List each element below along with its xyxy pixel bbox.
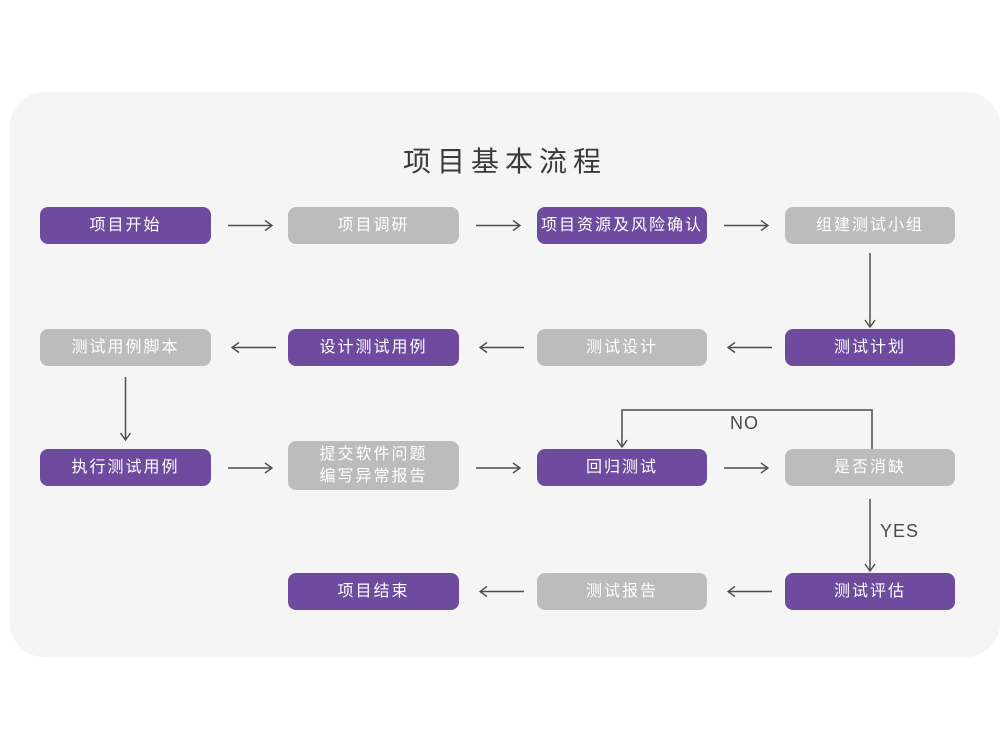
node-test-design: 测试设计 xyxy=(537,329,707,366)
node-design-test-cases: 设计测试用例 xyxy=(288,329,459,366)
node-project-end: 项目结束 xyxy=(288,573,459,610)
node-build-test-team: 组建测试小组 xyxy=(785,207,955,244)
flowchart-panel xyxy=(10,92,1000,657)
node-submit-issues-report: 提交软件问题 编写异常报告 xyxy=(288,441,459,490)
node-project-start: 项目开始 xyxy=(40,207,211,244)
node-test-case-scripts: 测试用例脚本 xyxy=(40,329,211,366)
node-project-resources-risk: 项目资源及风险确认 xyxy=(537,207,707,244)
edge-label-yes: YES xyxy=(880,521,920,541)
node-test-plan: 测试计划 xyxy=(785,329,955,366)
edge-label-no: NO xyxy=(730,413,759,433)
node-project-research: 项目调研 xyxy=(288,207,459,244)
node-test-evaluation: 测试评估 xyxy=(785,573,955,610)
node-execute-test-cases: 执行测试用例 xyxy=(40,449,211,486)
node-defect-resolved: 是否消缺 xyxy=(785,449,955,486)
node-test-report: 测试报告 xyxy=(537,573,707,610)
node-regression-test: 回归测试 xyxy=(537,449,707,486)
diagram-title: 项目基本流程 xyxy=(402,146,607,177)
